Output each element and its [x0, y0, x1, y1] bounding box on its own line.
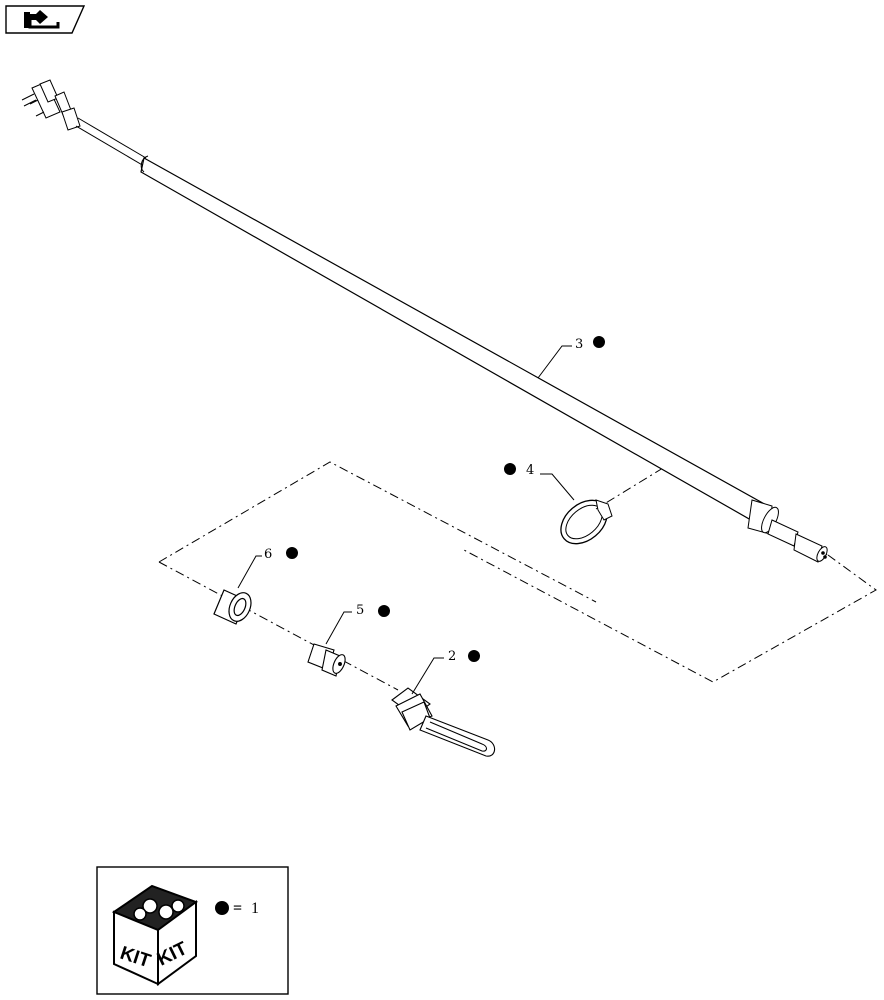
cable-connector-right: [747, 499, 828, 563]
callout-part-3: 3: [537, 336, 605, 379]
callout-part-5: 5: [325, 603, 390, 645]
callout-number: 4: [526, 463, 534, 478]
part-6-sleeve: [213, 589, 252, 625]
callout-number: 2: [448, 649, 456, 664]
cable-connector-left: [21, 79, 81, 131]
kit-box-icon: KIT KIT: [111, 884, 199, 986]
callout-number: 3: [575, 337, 583, 352]
equals-sign: =: [233, 900, 242, 917]
part-5-adapter: [307, 643, 346, 677]
kit-marker-icon: [593, 336, 605, 348]
kit-marker-icon: [504, 463, 516, 475]
assembly-outline: [158, 461, 877, 691]
kit-legend: KIT KIT = 1: [96, 866, 289, 995]
callout-number: 5: [356, 603, 364, 618]
kit-marker-icon: [286, 547, 298, 559]
callout-part-2: 2: [411, 649, 480, 695]
kit-quantity: 1: [251, 900, 259, 917]
part-3-sensor-cable: [21, 79, 828, 563]
kit-marker-icon: [378, 605, 390, 617]
arrow-back-icon: [24, 10, 60, 29]
part-2-heater-element: [391, 687, 496, 757]
nav-back-button[interactable]: [5, 5, 86, 34]
filled-circle-icon: [215, 901, 229, 915]
callout-part-4: 4: [504, 463, 575, 501]
callout-number: 6: [264, 547, 272, 562]
kit-marker-icon: [468, 650, 480, 662]
callout-part-6: 6: [237, 547, 298, 589]
part-4-clamp: [560, 499, 613, 545]
